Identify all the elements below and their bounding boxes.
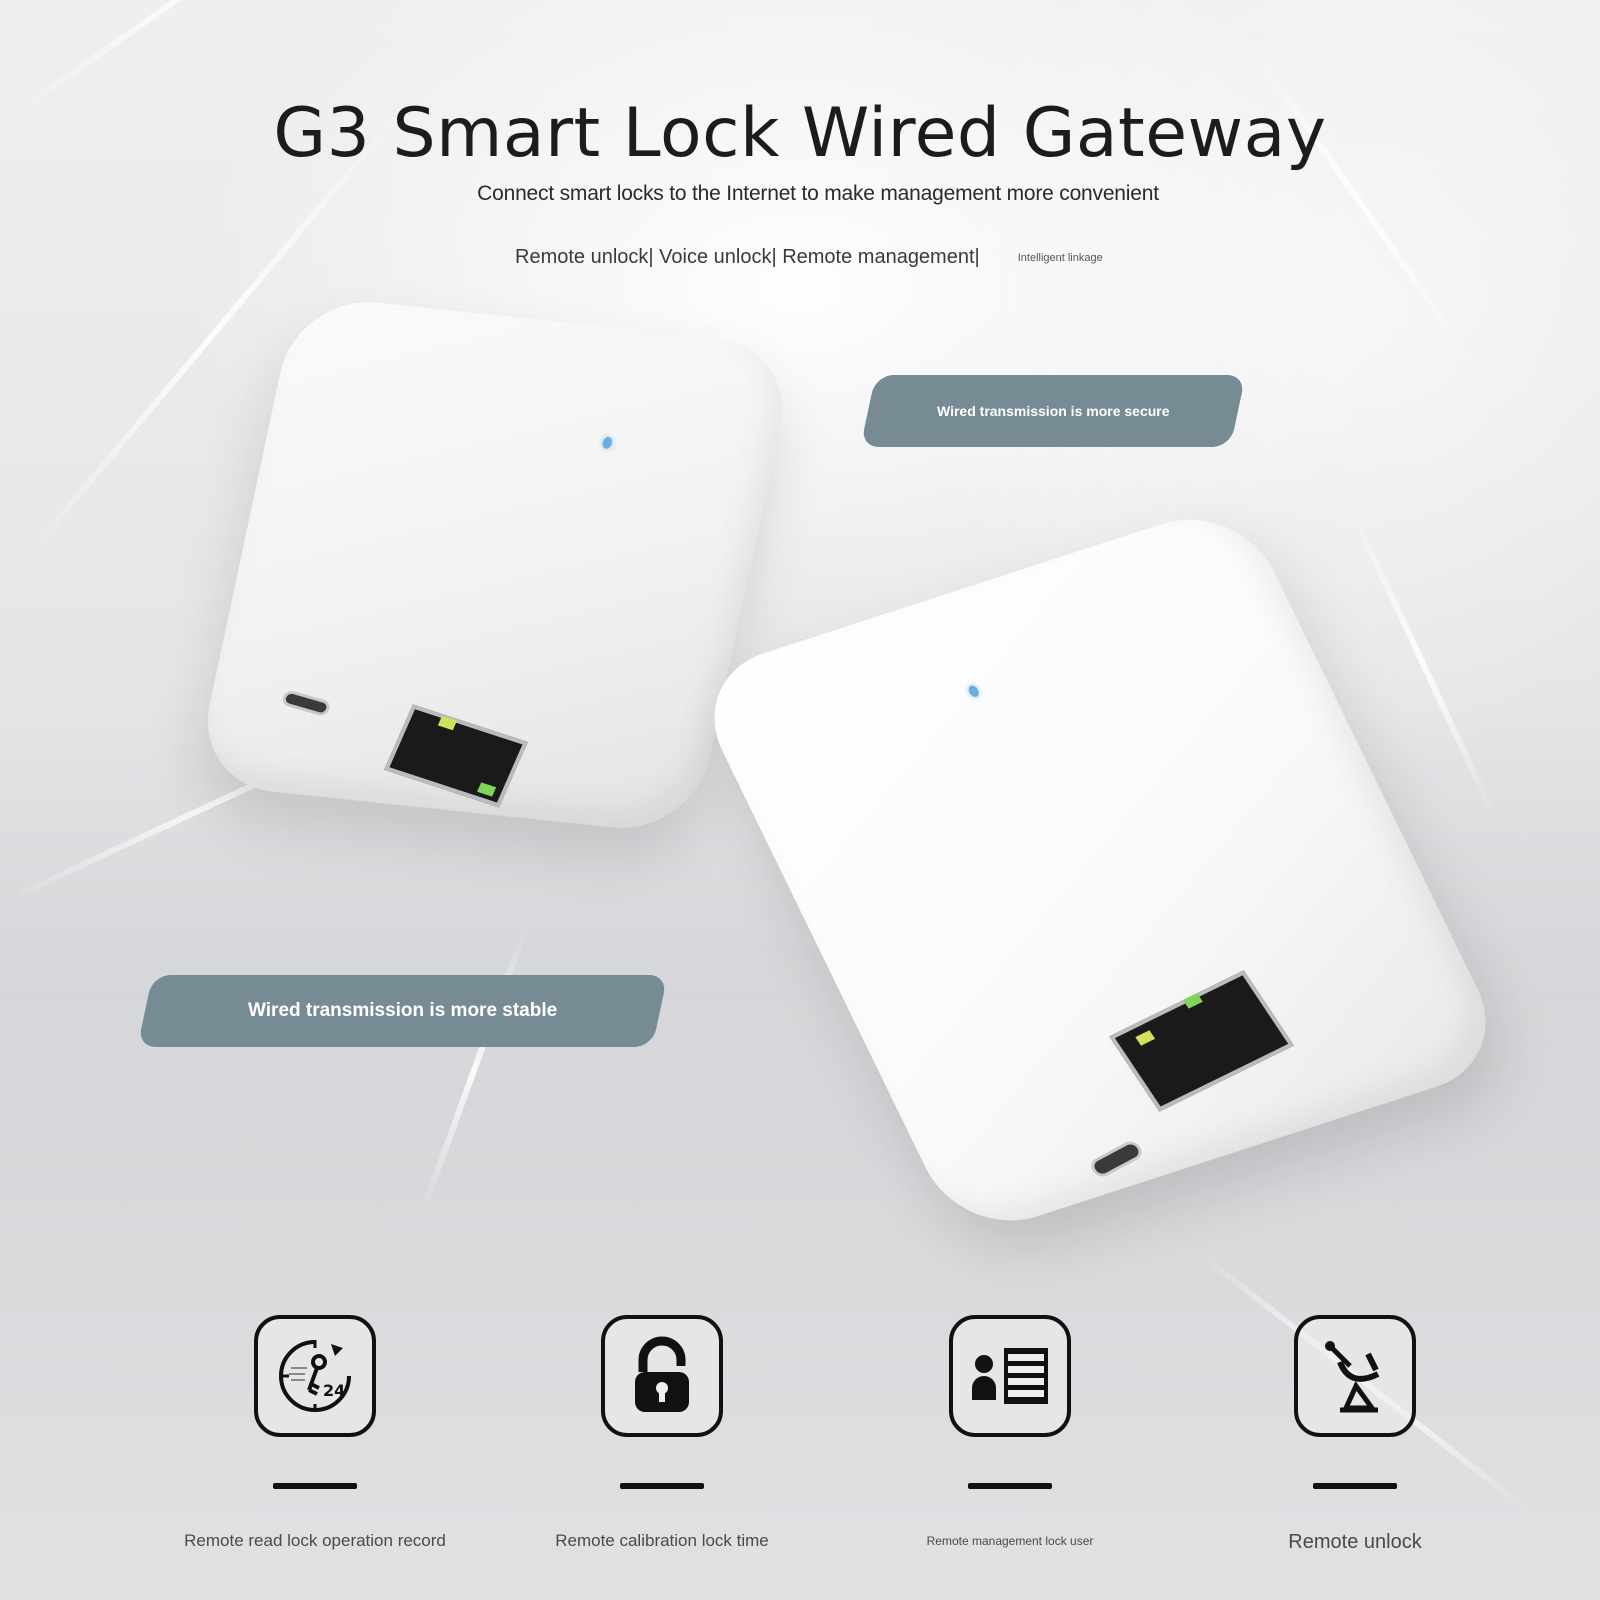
features-line: Remote unlock| Voice unlock| Remote mana… [515, 246, 1103, 269]
feature-remote-unlock: Remote unlock [1195, 1315, 1515, 1554]
unlocked-padlock-icon [601, 1315, 723, 1437]
feature-remote-user-management: Remote management lock user [850, 1315, 1170, 1548]
feature-label: Remote calibration lock time [555, 1531, 769, 1550]
feature-label: Remote management lock user [926, 1534, 1094, 1548]
subtitle: Connect smart locks to the Internet to m… [477, 182, 1159, 205]
divider [968, 1483, 1052, 1489]
divider [620, 1483, 704, 1489]
ethernet-port-icon [1109, 970, 1295, 1112]
banner-secure: Wired transmission is more secure [860, 375, 1246, 447]
banner-stable: Wired transmission is more stable [137, 975, 668, 1047]
features-extra: Intelligent linkage [1017, 252, 1103, 264]
usb-c-port-icon [280, 689, 332, 718]
divider [1313, 1483, 1397, 1489]
gateway-device-left [193, 294, 797, 836]
features-list: Remote unlock| Voice unlock| Remote mana… [515, 246, 980, 268]
user-list-icon [949, 1315, 1071, 1437]
usb-c-port-icon [1087, 1138, 1146, 1180]
ethernet-port-icon [384, 704, 528, 808]
feature-remote-read-record: 24 Remote read lock operation record [155, 1315, 475, 1551]
svg-text:24: 24 [323, 1381, 345, 1400]
feature-label: Remote unlock [1288, 1531, 1422, 1553]
status-led-icon [601, 436, 614, 450]
divider [273, 1483, 357, 1489]
page-title: G3 Smart Lock Wired Gateway [273, 93, 1327, 173]
feature-remote-calibration: Remote calibration lock time [502, 1315, 822, 1551]
feature-label: Remote read lock operation record [184, 1531, 446, 1550]
clock-key-24-icon: 24 [254, 1315, 376, 1437]
satellite-dish-icon [1294, 1315, 1416, 1437]
status-led-icon [966, 684, 981, 699]
